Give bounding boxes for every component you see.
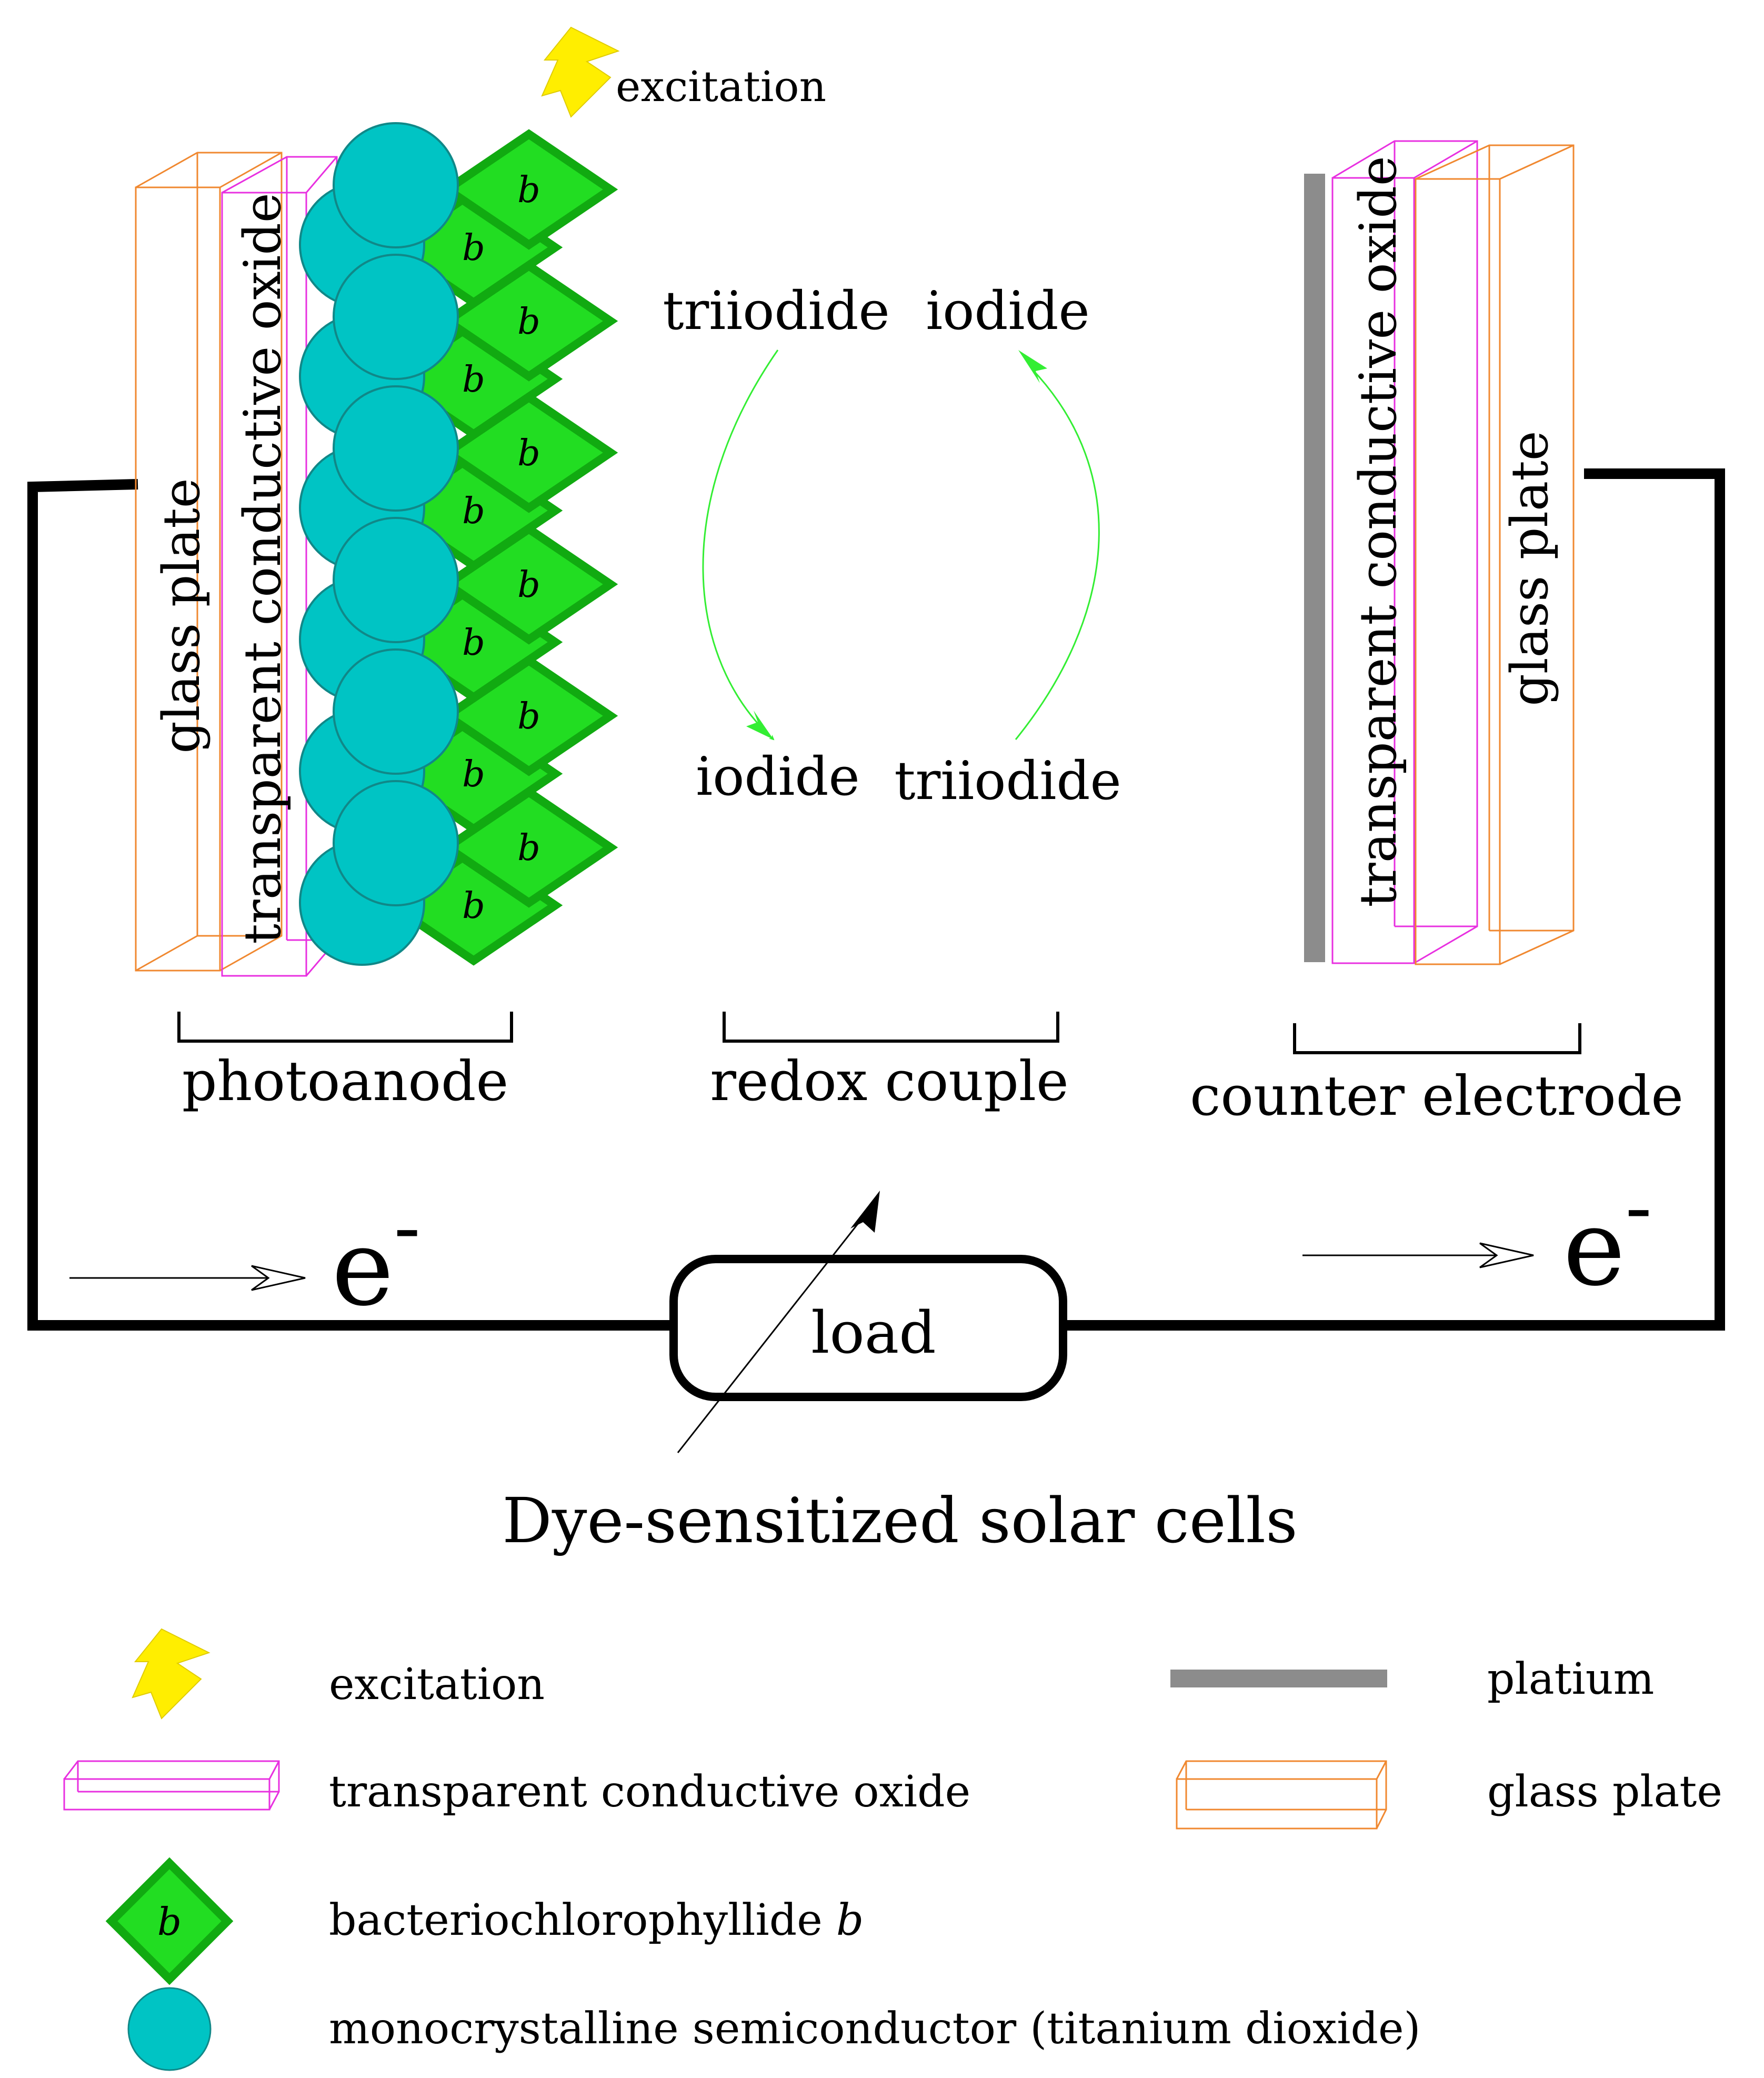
dye-letter: b — [517, 564, 540, 606]
dye-diamond: b — [439, 261, 618, 382]
electron-arrow-left — [69, 1265, 306, 1291]
dye-letter: b — [462, 491, 485, 532]
legend-platinum-swatch — [1170, 1670, 1387, 1687]
dye-letter: b — [462, 227, 485, 269]
tio2-particle — [333, 254, 459, 380]
legend-platinum-label: platium — [1487, 1654, 1654, 1704]
tio2-particle — [333, 648, 459, 775]
counter-glass-plate — [1415, 144, 1575, 965]
dye-letter: b — [517, 169, 540, 211]
dye-letter: b — [462, 359, 485, 401]
dye-diamond: b — [439, 787, 618, 908]
load-label: load — [811, 1299, 936, 1366]
counter-tco-layer — [1331, 140, 1478, 964]
dye-letter: b — [517, 827, 540, 869]
photoanode-tco-label: transparent conductive oxide — [233, 193, 292, 944]
excitation-label: excitation — [616, 62, 826, 111]
counter-bracket — [1293, 1023, 1581, 1054]
dye-diamond: b — [439, 392, 618, 513]
diagram-title: Dye-sensitized solar cells — [502, 1484, 1297, 1557]
redox-caption: redox couple — [710, 1049, 1068, 1113]
dye-diamond: b — [439, 129, 618, 250]
redox-bottom-left: iodide — [696, 746, 859, 807]
variable-load-arrow — [677, 1191, 880, 1453]
legend-tio2-label: monocrystalline semiconductor (titanium … — [329, 2004, 1421, 2054]
counter-glass-label: glass plate — [1500, 431, 1559, 706]
photoanode-bracket — [177, 1012, 513, 1043]
counter-tco-label: transparent conductive oxide — [1349, 156, 1408, 907]
redox-top-left: triiodide — [663, 280, 889, 342]
electron-label-right: e- — [1563, 1162, 1652, 1310]
dye-diamond: b — [439, 524, 618, 645]
excitation-bolt-icon — [541, 26, 620, 118]
legend-glass-label: glass plate — [1487, 1767, 1722, 1817]
legend-bolt-icon — [132, 1628, 211, 1720]
dye-diamond: b — [439, 655, 618, 776]
tio2-particle — [333, 780, 459, 906]
dye-letter: b — [517, 301, 540, 343]
tio2-particle — [333, 385, 459, 512]
tio2-particle — [333, 122, 459, 248]
redox-top-right: iodide — [926, 280, 1089, 342]
photoanode-caption: photoanode — [182, 1049, 508, 1113]
photoanode-glass-plate — [135, 152, 283, 972]
legend-dye-label: bacteriochlorophyllide b — [329, 1895, 864, 1945]
circuit-wire — [27, 468, 1725, 1331]
dye-letter: b — [462, 885, 485, 927]
svg-text:b: b — [157, 1900, 182, 1944]
legend-glass-swatch — [1176, 1760, 1387, 1830]
cycle-arrow-up-head — [1018, 350, 1047, 383]
electron-label-left: e- — [332, 1182, 420, 1330]
photoanode-glass-label: glass plate — [152, 478, 211, 753]
cycle-arrow-down — [702, 349, 779, 741]
cycle-arrow-up — [1015, 367, 1100, 740]
legend-tco-label: transparent conductive oxide — [329, 1767, 970, 1817]
dye-letter: b — [462, 622, 485, 664]
legend-excitation-label: excitation — [329, 1660, 545, 1710]
platinum-layer — [1304, 174, 1325, 962]
cycle-arrow-down-head — [746, 711, 774, 740]
dye-letter: b — [517, 433, 540, 474]
tio2-layer — [299, 122, 459, 966]
dye-letter: b — [517, 696, 540, 737]
load-box — [669, 1255, 1067, 1401]
electron-arrow-right — [1302, 1242, 1534, 1268]
counter-caption: counter electrode — [1190, 1064, 1683, 1128]
redox-bottom-right: triiodide — [894, 750, 1121, 812]
redox-bracket — [723, 1012, 1059, 1043]
legend-dye-swatch: b — [105, 1857, 234, 1985]
legend-tco-swatch — [63, 1760, 280, 1811]
legend-tio2-swatch — [127, 1987, 212, 2071]
tio2-particle — [333, 517, 459, 643]
legend: excitation platium transparent conductiv… — [63, 1628, 1722, 2071]
dye-letter: b — [462, 754, 485, 795]
